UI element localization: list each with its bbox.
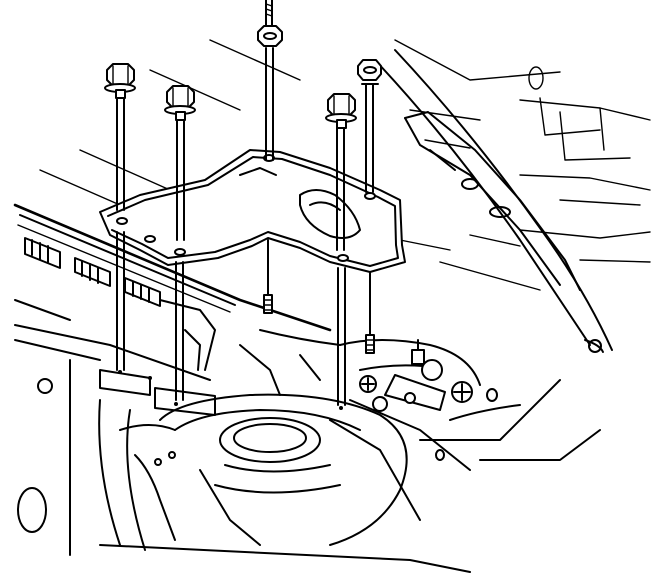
lower-components bbox=[99, 329, 601, 546]
lower-hardware bbox=[359, 339, 498, 461]
studs bbox=[263, 239, 375, 354]
bolt-4 bbox=[357, 59, 382, 193]
bolt-2 bbox=[164, 85, 196, 401]
bolt-1 bbox=[104, 63, 136, 371]
hood-strut bbox=[374, 49, 613, 353]
fasteners bbox=[104, 0, 382, 406]
detail-marks bbox=[118, 370, 343, 410]
fender-body bbox=[13, 203, 471, 573]
nut-top bbox=[257, 0, 283, 161]
mounting-bracket bbox=[99, 149, 406, 273]
bolt-3 bbox=[325, 93, 357, 406]
